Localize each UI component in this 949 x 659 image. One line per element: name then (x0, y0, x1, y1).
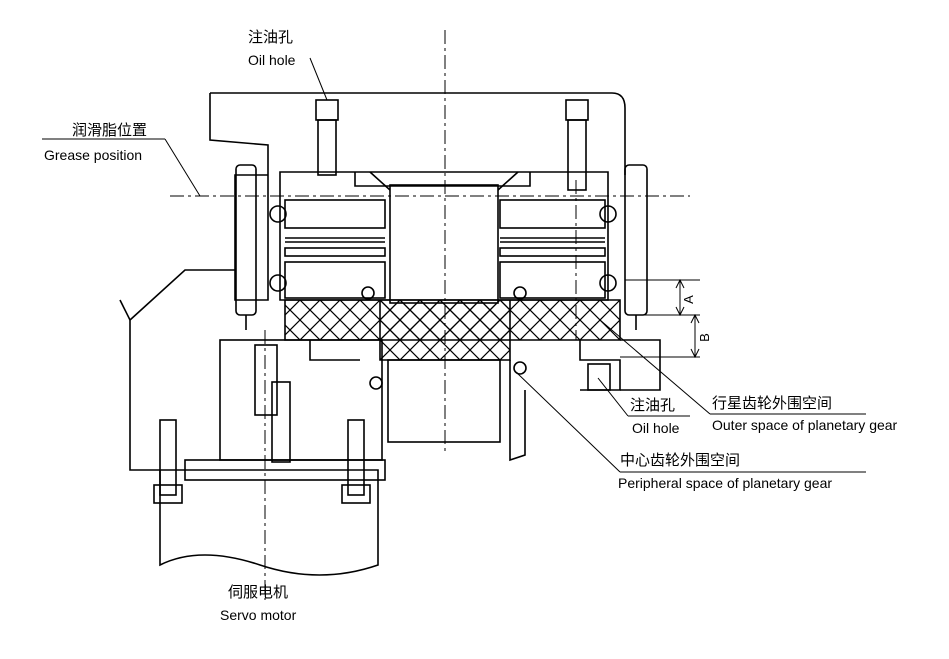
upper-housing-left-flange (234, 170, 269, 301)
planet-gear-right (499, 199, 606, 299)
dimension-b-label: B (696, 333, 712, 342)
main-body (279, 171, 609, 301)
peripheral-space-zh: 中心齿轮外围空间 (620, 451, 741, 469)
bolt-left (235, 164, 257, 316)
oil-hole-bottom-en: Oil hole (632, 420, 680, 436)
sun-gear-input (387, 359, 501, 443)
planet-gear-left (284, 199, 386, 299)
peripheral-space-en: Peripheral space of planetary gear (618, 475, 833, 491)
bolt-right (624, 164, 648, 316)
upper-housing (209, 92, 626, 175)
servo-motor-body (159, 469, 379, 576)
central-shaft (389, 184, 499, 304)
dimension-a-label: A (680, 295, 696, 304)
servo-motor-zh: 伺服电机 (228, 583, 289, 601)
outer-space-en: Outer space of planetary gear (712, 417, 898, 433)
outer-space-zh: 行星齿轮外围空间 (712, 394, 833, 412)
lower-housing-left (129, 269, 235, 471)
motor-adapter (219, 339, 383, 461)
oil-hole-top-en: Oil hole (248, 52, 296, 68)
servo-motor-en: Servo motor (220, 607, 297, 623)
grease-position-zh: 润滑脂位置 (72, 121, 148, 139)
grease-position-en: Grease position (44, 147, 143, 163)
oil-hole-bottom-zh: 注油孔 (630, 396, 676, 414)
oil-hole-top-zh: 注油孔 (248, 28, 294, 46)
